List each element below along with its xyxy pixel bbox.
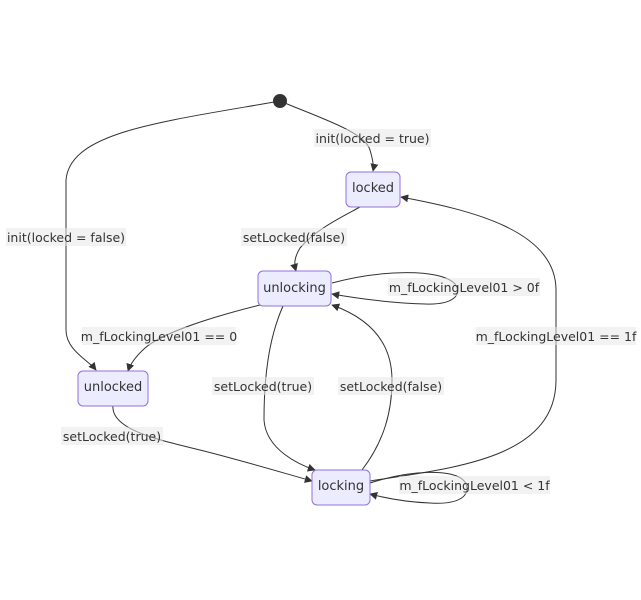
- label-unlocked-to-locking: setLocked(true): [61, 427, 163, 445]
- state-locking-label: locking: [318, 479, 364, 494]
- label-unlocking-to-locking: setLocked(true): [212, 377, 314, 395]
- state-locked-box: [345, 171, 401, 208]
- label-locking-to-locked: m_fLockingLevel01 == 1f: [476, 327, 637, 345]
- edge-locked-to-unlocking: [290, 206, 361, 272]
- svg-text:init(locked = false): init(locked = false): [7, 230, 125, 245]
- transition-labels: init(locked = true) init(locked = false)…: [6, 129, 637, 494]
- svg-text:m_fLockingLevel01 == 1f: m_fLockingLevel01 == 1f: [476, 329, 637, 344]
- state-unlocking: unlocking: [257, 270, 332, 307]
- edge-locking-to-locked: [369, 194, 557, 482]
- edge-start-to-locked: [279, 100, 379, 172]
- state-unlocking-box: [257, 270, 332, 307]
- svg-text:setLocked(false): setLocked(false): [243, 230, 345, 245]
- edge-unlocked-to-locking: [112, 404, 313, 483]
- svg-text:setLocked(true): setLocked(true): [214, 379, 312, 394]
- state-locking-box: [311, 469, 371, 506]
- state-unlocked-label: unlocked: [84, 380, 143, 395]
- state-locked-label: locked: [352, 181, 394, 196]
- svg-text:setLocked(false): setLocked(false): [340, 379, 442, 394]
- label-locked-to-unlocking: setLocked(false): [241, 228, 347, 246]
- svg-text:m_fLockingLevel01 == 0: m_fLockingLevel01 == 0: [81, 329, 237, 344]
- edge-start-to-unlocked: [65, 100, 281, 371]
- label-init-locked-true: init(locked = true): [314, 129, 431, 147]
- label-locking-self: m_fLockingLevel01 < 1f: [399, 476, 550, 494]
- edge-unlocking-to-locking: [263, 305, 316, 472]
- svg-text:m_fLockingLevel01 < 1f: m_fLockingLevel01 < 1f: [399, 478, 550, 493]
- svg-text:init(locked = true): init(locked = true): [315, 131, 429, 146]
- label-unlocking-to-unlocked: m_fLockingLevel01 == 0: [81, 327, 237, 345]
- state-unlocked: unlocked: [77, 370, 149, 407]
- state-locking: locking: [311, 469, 371, 506]
- label-unlocking-self: m_fLockingLevel01 > 0f: [388, 278, 540, 296]
- label-init-locked-false: init(locked = false): [6, 228, 126, 246]
- initial-state-dot: [273, 94, 287, 108]
- label-locking-to-unlocking: setLocked(false): [338, 377, 444, 395]
- svg-text:m_fLockingLevel01 > 0f: m_fLockingLevel01 > 0f: [389, 280, 540, 295]
- state-unlocking-label: unlocking: [263, 281, 326, 296]
- svg-text:setLocked(true): setLocked(true): [63, 429, 161, 444]
- state-unlocked-box: [77, 370, 149, 407]
- state-locked: locked: [345, 171, 401, 208]
